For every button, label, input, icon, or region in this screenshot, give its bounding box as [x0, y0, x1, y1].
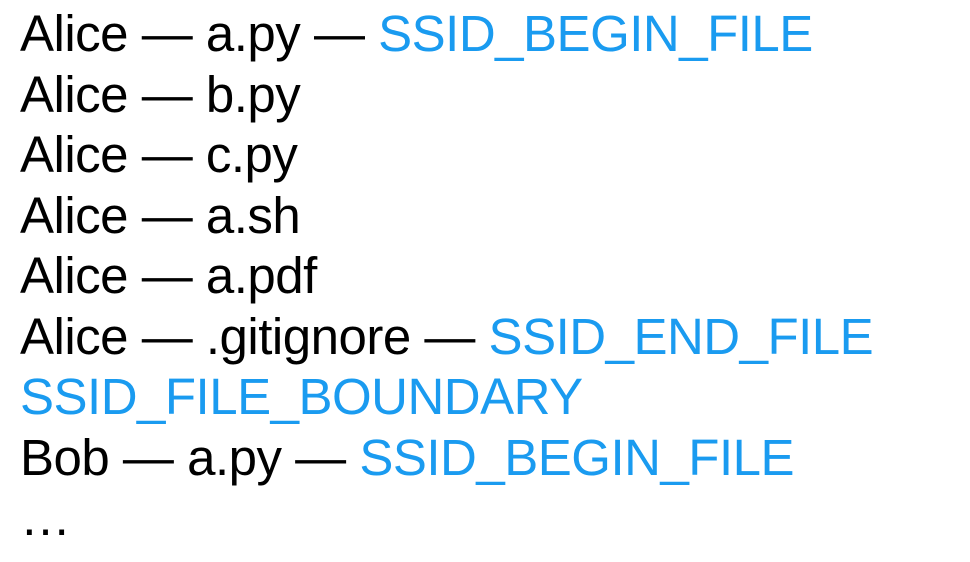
listing-line-1: Alice — a.py — SSID_BEGIN_FILE — [20, 4, 965, 65]
continuation-ellipsis: … — [20, 489, 71, 546]
begin-file-marker: SSID_BEGIN_FILE — [359, 428, 795, 486]
separator: — — [128, 186, 206, 244]
separator: — — [281, 428, 360, 486]
file-boundary-marker: SSID_FILE_BOUNDARY — [20, 368, 583, 425]
owner-name: Alice — [20, 5, 129, 62]
separator: — — [109, 428, 188, 486]
owner-name: Alice — [20, 186, 129, 244]
file-name: .gitignore — [205, 307, 411, 365]
file-listing: Alice — a.py — SSID_BEGIN_FILE Alice — b… — [20, 4, 965, 549]
end-file-marker: SSID_END_FILE — [488, 307, 874, 365]
separator: — — [128, 5, 206, 62]
separator: — — [128, 65, 206, 123]
listing-line-2: Alice — b.py — [20, 65, 965, 126]
file-name: a.py — [187, 428, 282, 486]
listing-line-5: Alice — a.pdf — [20, 246, 965, 307]
listing-line-4: Alice — a.sh — [20, 186, 965, 247]
owner-name: Alice — [20, 307, 129, 365]
begin-file-marker: SSID_BEGIN_FILE — [378, 5, 813, 62]
owner-name: Alice — [20, 126, 129, 183]
file-name: a.sh — [205, 186, 301, 244]
separator: — — [410, 307, 489, 365]
file-name: b.py — [205, 65, 301, 123]
file-name: c.py — [205, 126, 298, 183]
listing-line-8: Bob — a.py — SSID_BEGIN_FILE — [20, 428, 965, 489]
separator: — — [128, 126, 206, 183]
owner-name: Alice — [20, 65, 129, 123]
separator: — — [300, 5, 379, 62]
file-name: a.py — [205, 5, 301, 62]
owner-name: Alice — [20, 247, 129, 304]
separator: — — [128, 247, 206, 304]
separator: — — [128, 307, 206, 365]
listing-line-7: SSID_FILE_BOUNDARY — [20, 367, 965, 428]
listing-line-6: Alice — .gitignore — SSID_END_FILE — [20, 307, 965, 368]
owner-name: Bob — [20, 428, 110, 486]
file-name: a.pdf — [205, 247, 317, 304]
listing-line-3: Alice — c.py — [20, 125, 965, 186]
